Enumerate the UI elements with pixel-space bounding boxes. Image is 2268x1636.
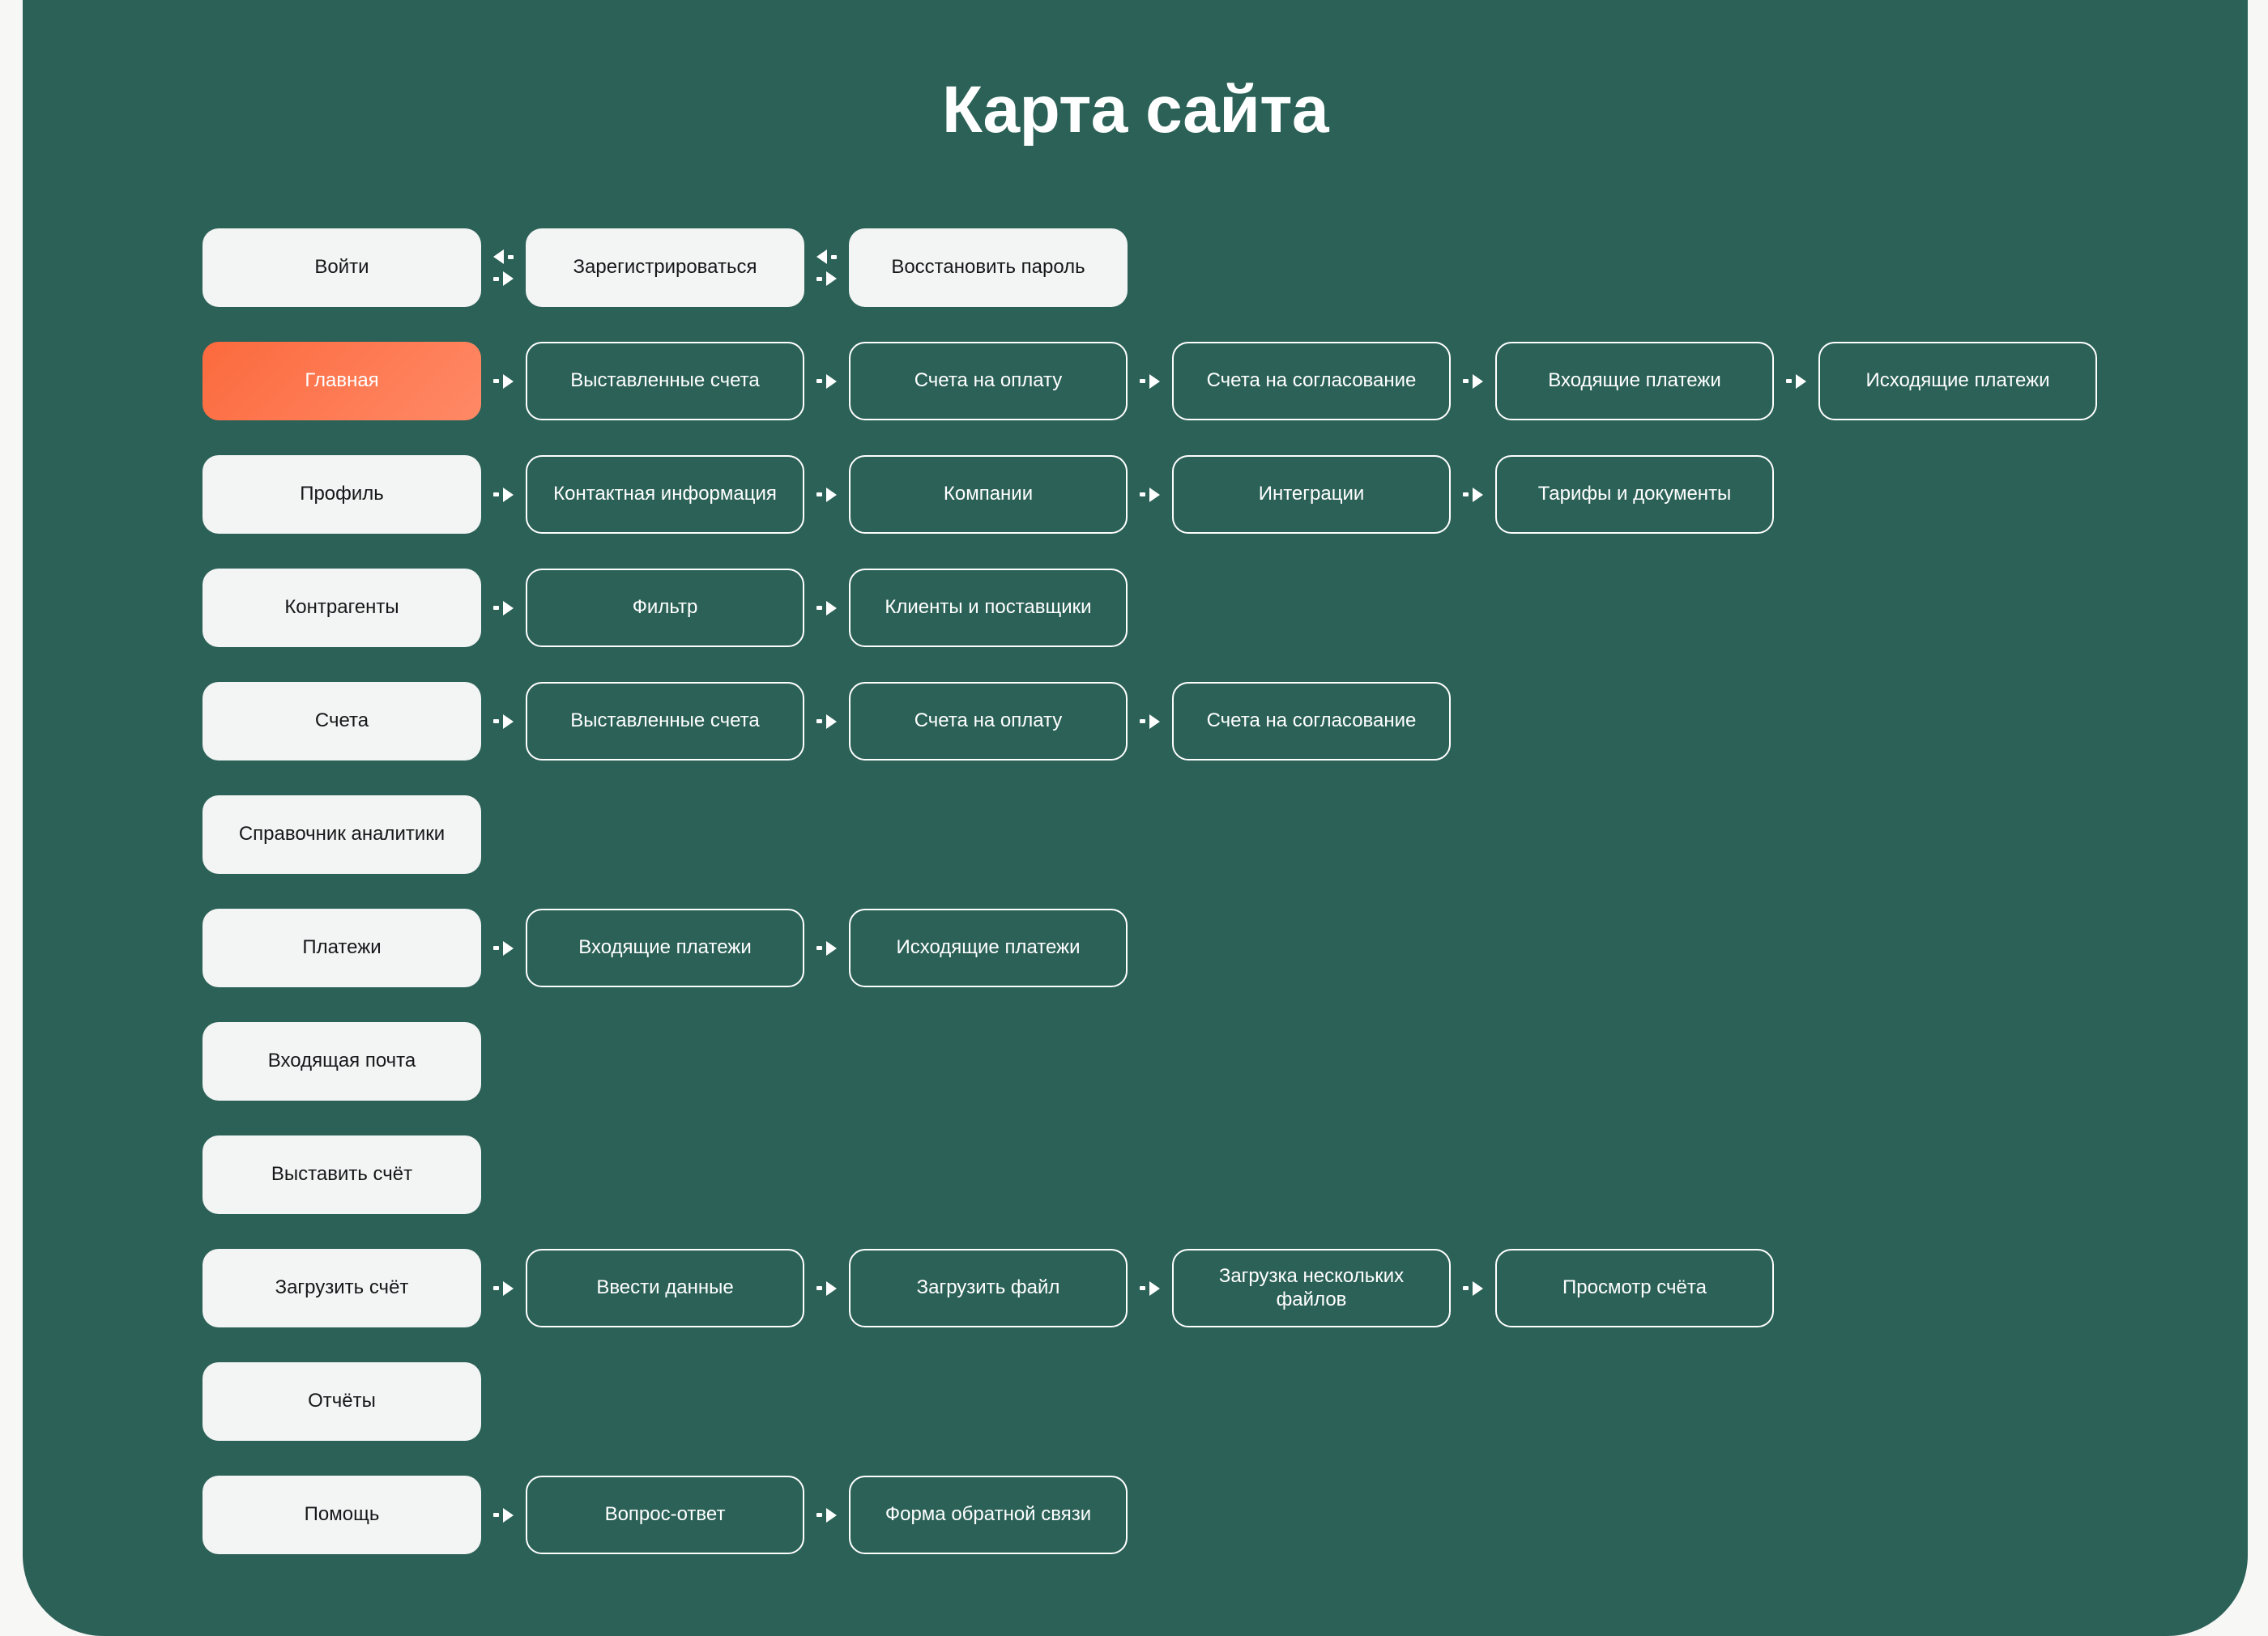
sitemap-row: Контрагенты Фильтр Клиенты и поставщики	[202, 569, 2146, 647]
connector-arrow-right-icon	[804, 373, 849, 389]
sitemap-child-node[interactable]: Входящие платежи	[1495, 342, 1774, 420]
sitemap-child-node[interactable]: Счета на согласование	[1172, 342, 1451, 420]
sitemap-child-node[interactable]: Контактная информация	[526, 455, 804, 534]
sitemap-root-node-home[interactable]: Главная	[202, 342, 481, 420]
connector-arrow-right-icon	[1128, 487, 1172, 502]
sitemap-child-node[interactable]: Входящие платежи	[526, 909, 804, 987]
sitemap-root-node-inbox-mail[interactable]: Входящая почта	[202, 1022, 481, 1101]
sitemap-child-node[interactable]: Восстановить пароль	[849, 228, 1128, 307]
sitemap-child-node[interactable]: Зарегистрироваться	[526, 228, 804, 307]
sitemap-row: Отчёты	[202, 1362, 2146, 1441]
sitemap-diagram: Войти Зарегистрироваться Восстановить паро…	[202, 228, 2146, 1554]
sitemap-row: Платежи Входящие платежи Исходящие платежи	[202, 909, 2146, 987]
connector-arrow-right-icon	[481, 487, 526, 502]
sitemap-child-node[interactable]: Просмотр счёта	[1495, 1249, 1774, 1327]
connector-arrow-right-icon	[481, 1507, 526, 1523]
connector-arrow-right-icon	[481, 1280, 526, 1296]
sitemap-child-node[interactable]: Счета на согласование	[1172, 682, 1451, 760]
sitemap-child-node[interactable]: Клиенты и поставщики	[849, 569, 1128, 647]
arrow-right-icon	[493, 271, 514, 286]
sitemap-row: Справочник аналитики	[202, 795, 2146, 874]
sitemap-child-node[interactable]: Исходящие платежи	[1818, 342, 2097, 420]
sitemap-panel: Карта сайта Войти Зарегистрироваться Восст…	[23, 0, 2248, 1636]
sitemap-child-node[interactable]: Выставленные счета	[526, 682, 804, 760]
sitemap-child-node[interactable]: Компании	[849, 455, 1128, 534]
connector-arrow-right-icon	[1128, 714, 1172, 729]
sitemap-child-node[interactable]: Фильтр	[526, 569, 804, 647]
sitemap-child-node[interactable]: Счета на оплату	[849, 682, 1128, 760]
connector-arrow-right-icon	[1451, 487, 1495, 502]
sitemap-row: Входящая почта	[202, 1022, 2146, 1101]
connector-arrow-right-icon	[804, 487, 849, 502]
sitemap-row: Счета Выставленные счета Счета на оплату Сч…	[202, 682, 2146, 760]
sitemap-child-node[interactable]: Тарифы и документы	[1495, 455, 1774, 534]
sitemap-root-node-help[interactable]: Помощь	[202, 1476, 481, 1554]
connector-arrow-right-icon	[481, 940, 526, 956]
connector-arrow-right-icon	[804, 1507, 849, 1523]
sitemap-child-node[interactable]: Загрузка нескольких файлов	[1172, 1249, 1451, 1327]
sitemap-child-node[interactable]: Загрузить файл	[849, 1249, 1128, 1327]
arrow-right-icon	[816, 271, 837, 286]
sitemap-child-node[interactable]: Исходящие платежи	[849, 909, 1128, 987]
sitemap-child-node[interactable]: Выставленные счета	[526, 342, 804, 420]
sitemap-row: Загрузить счёт Ввести данные Загрузить фай…	[202, 1249, 2146, 1327]
sitemap-root-node-payments[interactable]: Платежи	[202, 909, 481, 987]
connector-arrow-right-icon	[804, 600, 849, 616]
connector-arrow-right-icon	[804, 1280, 849, 1296]
connector-arrow-right-icon	[481, 600, 526, 616]
sitemap-row: Войти Зарегистрироваться Восстановить паро…	[202, 228, 2146, 307]
sitemap-child-node[interactable]: Счета на оплату	[849, 342, 1128, 420]
connector-arrow-right-icon	[1451, 1280, 1495, 1296]
page-title: Карта сайта	[941, 73, 1329, 147]
sitemap-root-node-issue-invoice[interactable]: Выставить счёт	[202, 1135, 481, 1214]
sitemap-row: Выставить счёт	[202, 1135, 2146, 1214]
arrow-left-icon	[816, 249, 837, 264]
connector-arrow-right-icon	[804, 940, 849, 956]
connector-arrow-right-icon	[1128, 1280, 1172, 1296]
sitemap-child-node[interactable]: Интеграции	[1172, 455, 1451, 534]
connector-arrow-right-icon	[481, 714, 526, 729]
sitemap-root-node-reports[interactable]: Отчёты	[202, 1362, 481, 1441]
sitemap-root-node-profile[interactable]: Профиль	[202, 455, 481, 534]
sitemap-child-node[interactable]: Вопрос-ответ	[526, 1476, 804, 1554]
sitemap-row: Профиль Контактная информация Компании Инте…	[202, 455, 2146, 534]
sitemap-child-node[interactable]: Форма обратной связи	[849, 1476, 1128, 1554]
sitemap-root-node-auth[interactable]: Войти	[202, 228, 481, 307]
arrow-left-icon	[493, 249, 514, 264]
sitemap-root-node-upload-invoice[interactable]: Загрузить счёт	[202, 1249, 481, 1327]
connector-arrow-right-icon	[1451, 373, 1495, 389]
connector-bidirectional-icon	[481, 249, 526, 286]
sitemap-row: Главная Выставленные счета Счета на оплату…	[202, 342, 2146, 420]
sitemap-root-node-invoices[interactable]: Счета	[202, 682, 481, 760]
connector-arrow-right-icon	[1128, 373, 1172, 389]
connector-arrow-right-icon	[804, 714, 849, 729]
sitemap-root-node-counterparties[interactable]: Контрагенты	[202, 569, 481, 647]
sitemap-child-node[interactable]: Ввести данные	[526, 1249, 804, 1327]
sitemap-root-node-analytics-directory[interactable]: Справочник аналитики	[202, 795, 481, 874]
sitemap-row: Помощь Вопрос-ответ Форма обратной связи	[202, 1476, 2146, 1554]
connector-arrow-right-icon	[481, 373, 526, 389]
connector-arrow-right-icon	[1774, 373, 1818, 389]
connector-bidirectional-icon	[804, 249, 849, 286]
